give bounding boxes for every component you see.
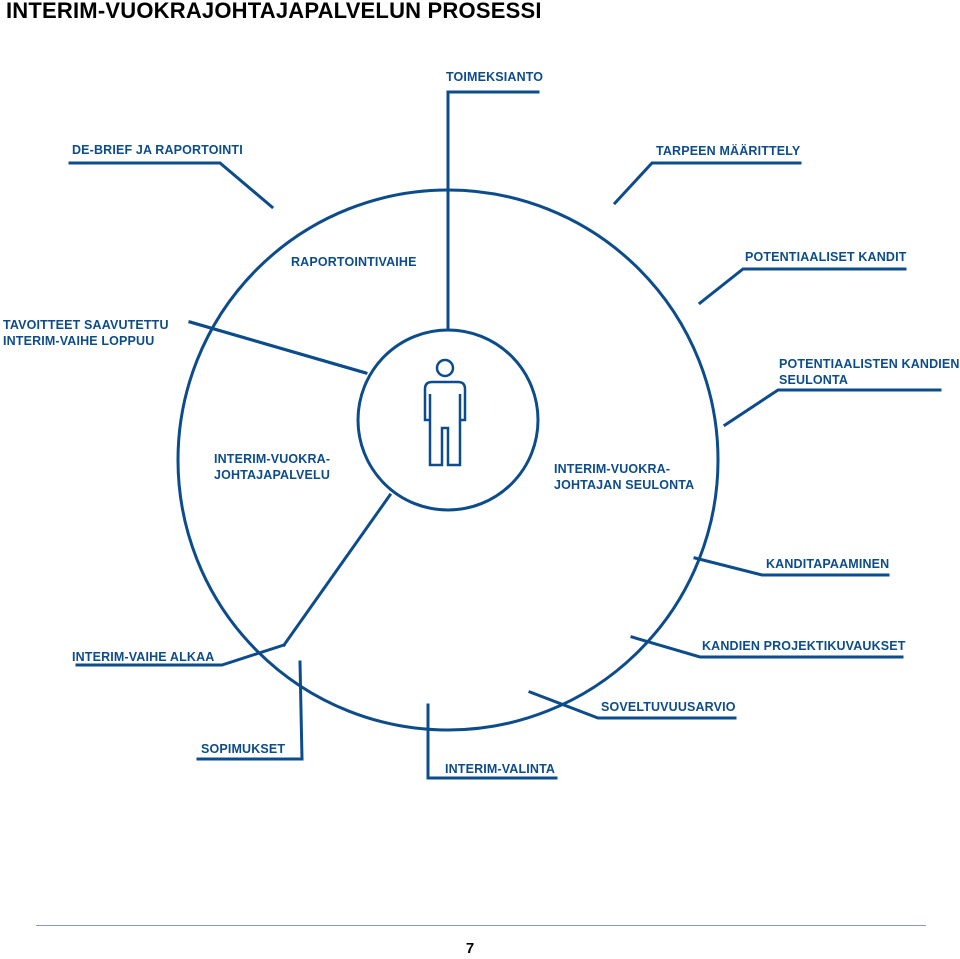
label-raportointivaihe: RAPORTOINTIVAIHE (291, 255, 417, 269)
label-sopimukset: SOPIMUKSET (201, 742, 286, 756)
inner-ring (356, 328, 540, 512)
connector-projektikuvaukset (630, 635, 904, 659)
person-icon (423, 358, 467, 467)
label-tavoitteet-line-2: INTERIM-VAIHE LOPPUU (3, 334, 155, 348)
connector-sopimukset (196, 660, 304, 761)
divider-bottom-left (281, 492, 393, 648)
label-tavoitteet: TAVOITTEET SAAVUTETTU INTERIM-VAIHE LOPP… (3, 317, 169, 349)
label-soveltuvuusarvio: SOVELTUVUUSARVIO (601, 700, 736, 714)
label-interim-alkaa: INTERIM-VAIHE ALKAA (72, 650, 215, 664)
connector-interim-alkaa (75, 643, 286, 667)
label-tavoitteet-line-1: TAVOITTEET SAAVUTETTU (3, 318, 169, 332)
divider-top (446, 90, 540, 332)
label-johtajan-seulonta-line-1: INTERIM-VUOKRA- (554, 462, 671, 476)
connector-potentiaaliset (697, 267, 907, 306)
label-tarpeen-maarittely: TARPEEN MÄÄRITTELY (656, 144, 801, 158)
connector-soveltuvuusarvio (528, 690, 737, 720)
label-potentiaaliset-kandit: POTENTIAALISET KANDIT (745, 250, 907, 264)
label-kanditapaaminen: KANDITAPAAMINEN (766, 557, 890, 571)
label-kandien-seulonta-line-2: SEULONTA (779, 373, 849, 387)
label-projektikuvaukset: KANDIEN PROJEKTIKUVAUKSET (702, 639, 906, 653)
label-johtajan-seulonta: INTERIM-VUOKRA- JOHTAJAN SEULONTA (554, 461, 694, 493)
page-title: INTERIM-VUOKRAJOHTAJAPALVELUN PROSESSI (6, 0, 542, 23)
connector-interim-valinta (426, 703, 558, 780)
connector-kandien-seulonta (722, 388, 942, 428)
label-palvelu: INTERIM-VUOKRA- JOHTAJAPALVELU (214, 451, 330, 483)
label-palvelu-line-2: JOHTAJAPALVELU (214, 468, 330, 482)
label-kandien-seulonta-line-1: POTENTIAALISTEN KANDIEN (779, 357, 960, 371)
page-number: 7 (465, 940, 475, 957)
connector-kanditapaaminen (693, 556, 890, 577)
footer-divider (36, 925, 926, 926)
connector-tarpeen (612, 161, 802, 206)
divider-left (188, 320, 368, 375)
connector-debrief (68, 161, 275, 210)
label-toimeksianto: TOIMEKSIANTO (446, 70, 544, 84)
label-interim-valinta: INTERIM-VALINTA (445, 762, 556, 776)
label-debrief: DE-BRIEF JA RAPORTOINTI (72, 143, 243, 157)
label-palvelu-line-1: INTERIM-VUOKRA- (214, 452, 331, 466)
label-johtajan-seulonta-line-2: JOHTAJAN SEULONTA (554, 478, 695, 492)
label-kandien-seulonta: POTENTIAALISTEN KANDIEN SEULONTA (779, 356, 960, 388)
